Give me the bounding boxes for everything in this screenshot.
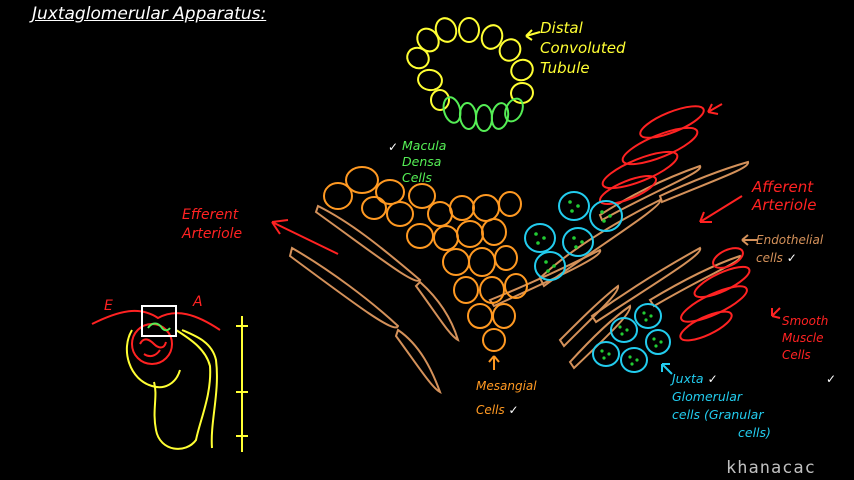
- check-icon: ✓: [826, 372, 837, 386]
- small-afferent-letter: A: [193, 294, 203, 310]
- smooth-muscle-label: Smooth Muscle Cells: [782, 313, 828, 364]
- macula-label-line: Macula: [402, 138, 447, 153]
- granular-cells-lower: [592, 303, 671, 373]
- granular-cells-upper: [524, 191, 623, 281]
- endothelial-label-line: Endothelial: [756, 233, 824, 247]
- distal-label-line: Distal: [540, 19, 583, 37]
- distal-tubule-ring: [406, 17, 534, 111]
- juxtaglomerular-label: Juxta ✓ Glomerular cells (Granular cells…: [672, 370, 771, 442]
- macula-densa-cells: [442, 96, 524, 132]
- macula-label-line: Densa: [402, 154, 442, 169]
- granular-dots-upper: [534, 200, 612, 273]
- afferent-arteriole-label: Afferent Arteriole: [752, 178, 816, 214]
- afferent-label-line: Arteriole: [752, 196, 817, 214]
- mesangial-cells: [323, 166, 528, 352]
- efferent-label-line: Efferent: [182, 207, 239, 223]
- granular-dots-lower: [600, 311, 663, 366]
- check-icon: ✓: [508, 403, 519, 417]
- endothelial-label-word: cells: [756, 251, 783, 265]
- check-icon: ✓: [388, 140, 399, 154]
- watermark-logo: khanacac: [726, 458, 816, 478]
- macula-densa-label: Macula Densa Cells: [402, 138, 446, 186]
- check-icon: ✓: [786, 251, 797, 265]
- endothelial-arrow: [741, 234, 758, 246]
- nephron-sketch: [91, 305, 248, 452]
- jga-label-line: cells (Granular: [672, 407, 764, 422]
- smooth-label-line: Smooth: [782, 314, 829, 328]
- mesangial-label-word: Cells: [476, 403, 505, 417]
- macula-pointer: [525, 29, 541, 41]
- check-icon: ✓: [707, 372, 718, 386]
- mesangial-label-line: Mesangial: [476, 379, 537, 393]
- jga-label-word: Juxta: [672, 371, 704, 386]
- jga-arrow: [661, 363, 673, 375]
- mesangial-arrow: [488, 355, 500, 370]
- efferent-arrow: [271, 219, 339, 255]
- smooth-label-line: Cells: [782, 348, 811, 362]
- endothelial-strands: [288, 160, 749, 395]
- jga-label-line: Glomerular: [672, 389, 743, 404]
- small-efferent-letter: E: [104, 298, 113, 314]
- macula-label-line: Cells: [402, 170, 432, 185]
- smooth-label-line: Muscle: [782, 331, 824, 345]
- efferent-label-line: Arteriole: [182, 226, 243, 242]
- afferent-label-line: Afferent: [752, 178, 814, 196]
- mesangial-label: Mesangial Cells ✓: [476, 374, 537, 422]
- afferent-arrows: [699, 103, 781, 319]
- endothelial-label: Endothelial cells ✓: [756, 231, 823, 267]
- efferent-arteriole-label: Efferent Arteriole: [182, 206, 242, 244]
- distal-label-line: Convoluted: [540, 39, 626, 57]
- distal-label-line: Tubule: [540, 59, 590, 77]
- endothelial-label-line: cells ✓: [756, 249, 823, 267]
- mesangial-label-line: Cells ✓: [476, 398, 537, 422]
- jga-label-line: cells): [738, 425, 771, 440]
- page-title: Juxtaglomerular Apparatus:: [32, 4, 267, 24]
- jga-label-line: Juxta ✓: [672, 370, 771, 388]
- distal-tubule-label: Distal Convoluted Tubule: [540, 18, 626, 78]
